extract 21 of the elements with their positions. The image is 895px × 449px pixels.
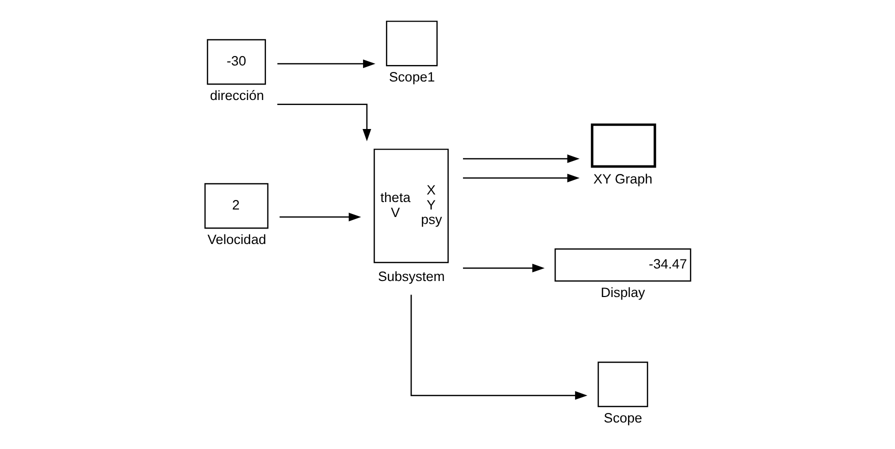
arrow bbox=[462, 154, 580, 163]
node-label: Subsystem bbox=[378, 268, 445, 284]
node-label: Scope1 bbox=[389, 68, 435, 84]
arrow bbox=[410, 294, 588, 400]
node-label: Scope bbox=[604, 410, 642, 425]
arrow bbox=[280, 212, 362, 221]
node-box: theta V X Y psy bbox=[374, 148, 449, 263]
arrow bbox=[277, 103, 372, 141]
arrow bbox=[462, 263, 545, 272]
arrow bbox=[462, 173, 580, 182]
node-label: Velocidad bbox=[208, 231, 266, 246]
node-box bbox=[386, 20, 438, 66]
node-box: 2 bbox=[204, 182, 268, 228]
arrow bbox=[277, 58, 376, 68]
node-label: XY Graph bbox=[593, 171, 652, 186]
node-box: -34.47 bbox=[554, 248, 692, 282]
node-label: Display bbox=[600, 284, 646, 300]
node-box: -30 bbox=[206, 38, 266, 84]
node-box bbox=[590, 122, 656, 168]
node-box bbox=[598, 361, 648, 407]
node-label: dirección bbox=[210, 87, 264, 102]
